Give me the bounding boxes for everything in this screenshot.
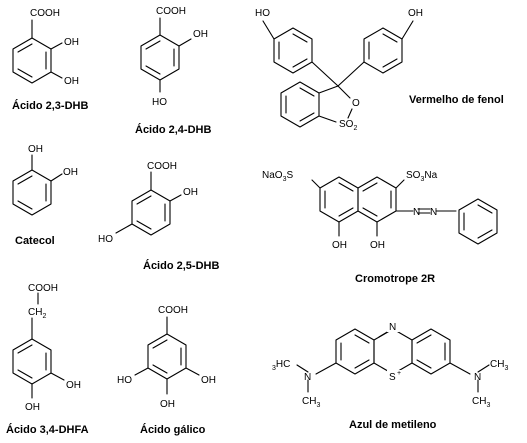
- nitrogen-atom: N: [413, 207, 420, 218]
- hydroxyl-group: OH: [193, 29, 208, 40]
- nitrogen-atom: N: [474, 372, 481, 383]
- nitrogen-atom: N: [389, 322, 396, 333]
- compound-label: Ácido gálico: [140, 423, 206, 436]
- compound-2-4-dhb: COOH OH HO Ácido 2,4-DHB: [135, 6, 211, 136]
- benzene-ring: [12, 19, 63, 84]
- benzene-ring: [140, 17, 192, 93]
- sulfonyl-symbol: SO: [339, 119, 354, 130]
- methyl-subscript: 3: [504, 365, 508, 372]
- cooh-group: COOH: [30, 8, 60, 19]
- compound-catechol: OH OH Catecol: [12, 144, 78, 247]
- oxygen-atom: O: [352, 98, 360, 109]
- methyl-subscript: 3: [316, 402, 320, 409]
- hydroxyl-group: HO: [255, 8, 270, 19]
- cooh-group: COOH: [158, 305, 188, 316]
- compound-2-3-dhb: COOH OH OH Ácido 2,3-DHB: [12, 8, 88, 112]
- methyl-group: CH3: [302, 396, 320, 409]
- benzene-ring: [115, 171, 182, 236]
- sodium-sulfonate-group: SO3Na: [406, 170, 438, 183]
- compound-methylene-blue: N S + N N 3HC CH3 CH3 CH3 Azul de metile…: [272, 320, 508, 431]
- compound-label: Ácido 2,3-DHB: [12, 99, 88, 112]
- positive-charge: +: [397, 370, 401, 377]
- sulfonyl-group: SO2: [339, 119, 357, 132]
- compound-gallic-acid: COOH HO OH OH Ácido gálico: [117, 305, 216, 436]
- nitrogen-atom: N: [430, 207, 437, 218]
- hydroxyl-group: OH: [201, 375, 216, 386]
- methyl-symbol: CH: [302, 396, 316, 407]
- cooh-group: COOH: [156, 6, 186, 17]
- sultone-ring: [280, 81, 351, 128]
- hydroxyl-group: HO: [152, 97, 167, 108]
- sulfur-mask: [387, 370, 405, 382]
- compound-3-4-dhfa: COOH CH2 OH OH Ácido 3,4-DHFA: [6, 283, 89, 436]
- hydroxyl-group: OH: [64, 37, 79, 48]
- sodium-sulfonate-subscript: 3: [283, 176, 287, 183]
- sodium-sulfonate-subscript: 3: [420, 176, 424, 183]
- sodium-sulfonate-symbol: SO: [406, 170, 421, 181]
- cooh-group: COOH: [28, 283, 58, 294]
- methylene-group: CH2: [28, 307, 46, 320]
- sulfonyl-subscript: 2: [353, 125, 357, 132]
- benzene-ring: [12, 154, 63, 216]
- methylene-symbol: CH: [28, 307, 42, 318]
- methyl-group: CH3: [490, 359, 508, 372]
- hydroxyl-group: OH: [63, 167, 78, 178]
- compound-2-5-dhb: COOH OH HO Ácido 2,5-DHB: [98, 161, 219, 272]
- compound-label: Vermelho de fenol: [409, 94, 504, 106]
- nitrogen-atom: N: [304, 372, 311, 383]
- phenol-ring-left: [262, 20, 339, 87]
- benzene-ring: [12, 292, 65, 399]
- compound-chromotrope-2r: NaO3S SO3Na N N OH OH Cromotrope 2R: [262, 170, 498, 285]
- hydroxyl-group: OH: [370, 240, 385, 251]
- methyl-group: 3HC: [272, 359, 290, 372]
- hydroxyl-group: OH: [25, 402, 40, 413]
- hydroxyl-group: OH: [64, 76, 79, 87]
- methyl-subscript: 3: [486, 402, 490, 409]
- hydroxyl-group: HO: [117, 375, 132, 386]
- benzene-ring: [134, 316, 200, 395]
- bond-o-s: [347, 108, 353, 119]
- methyl-symbol: CH: [490, 359, 504, 370]
- compound-phenol-red: HO OH O SO2 Vermelho de fenol: [255, 8, 504, 132]
- hydroxyl-group: OH: [408, 8, 423, 19]
- sodium-sulfonate-group: NaO3S: [262, 170, 293, 183]
- methyl-symbol: HC: [276, 359, 290, 370]
- sodium-sulfonate-sulfur: S: [286, 170, 293, 181]
- nitrogen-mask: [387, 320, 399, 332]
- methyl-group: CH3: [472, 396, 490, 409]
- sodium-sulfonate-sodium: Na: [424, 170, 437, 181]
- phenol-ring-right: [337, 20, 414, 87]
- naphthalene-core: [311, 176, 457, 237]
- hydroxyl-group: OH: [183, 187, 198, 198]
- methyl-prefix-subscript: 3: [272, 365, 276, 372]
- compound-label: Cromotrope 2R: [355, 273, 435, 285]
- sodium-sulfonate-prefix: NaO: [262, 170, 283, 181]
- hydroxyl-group: OH: [160, 399, 175, 410]
- compound-label: Catecol: [15, 235, 55, 247]
- hydroxyl-group: OH: [28, 144, 43, 155]
- hydroxyl-group: HO: [98, 234, 113, 245]
- phenyl-ring: [458, 198, 498, 245]
- hydroxyl-group: OH: [66, 380, 81, 391]
- azo-bond: [417, 208, 431, 214]
- compound-label: Azul de metileno: [349, 419, 437, 431]
- sulfur-atom: S: [389, 372, 396, 383]
- cooh-group: COOH: [147, 161, 177, 172]
- hydroxyl-group: OH: [332, 240, 347, 251]
- compound-label: Ácido 3,4-DHFA: [6, 423, 89, 436]
- methyl-symbol: CH: [472, 396, 486, 407]
- compound-label: Ácido 2,5-DHB: [143, 259, 219, 272]
- methylene-subscript: 2: [42, 313, 46, 320]
- compound-label: Ácido 2,4-DHB: [135, 123, 211, 136]
